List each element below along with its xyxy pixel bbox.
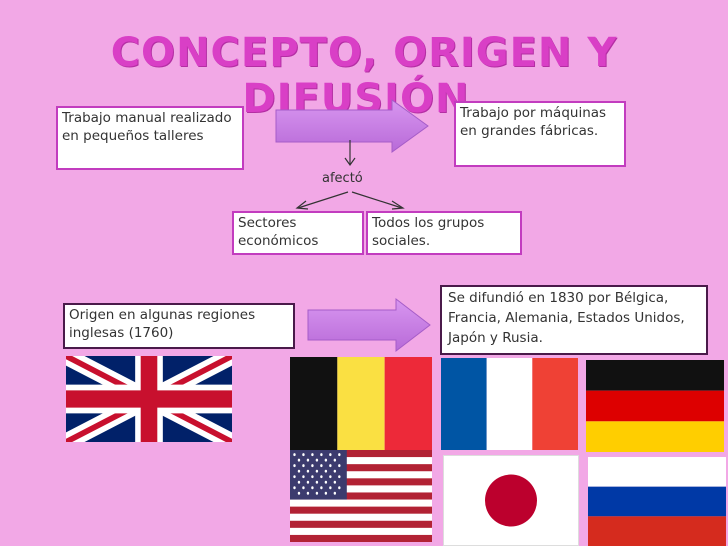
sectors-box: Sectores económicos — [232, 211, 364, 255]
social-groups-box: Todos los grupos sociales. — [366, 211, 522, 255]
france-flag — [441, 358, 578, 450]
manual-work-box: Trabajo manual realizado en pequeños tal… — [56, 106, 244, 170]
united-states-flag — [290, 450, 432, 542]
down-arrow — [344, 140, 356, 167]
transition-arrow-top — [275, 99, 429, 153]
split-arrows — [295, 191, 405, 210]
slide-title: CONCEPTO, ORIGEN Y DIFUSIÓN. — [110, 30, 618, 122]
machine-work-box: Trabajo por máquinas en grandes fábricas… — [454, 101, 626, 167]
germany-flag — [586, 360, 724, 452]
spread-arrow — [307, 297, 431, 353]
affected-label: afectó — [322, 171, 363, 186]
russia-flag — [588, 457, 726, 546]
japan-flag — [443, 455, 579, 546]
origin-box: Origen en algunas regiones inglesas (176… — [63, 303, 295, 349]
belgium-flag — [290, 357, 432, 451]
spread-box: Se difundió en 1830 por Bélgica, Francia… — [440, 285, 708, 355]
united-kingdom-flag — [66, 356, 232, 442]
